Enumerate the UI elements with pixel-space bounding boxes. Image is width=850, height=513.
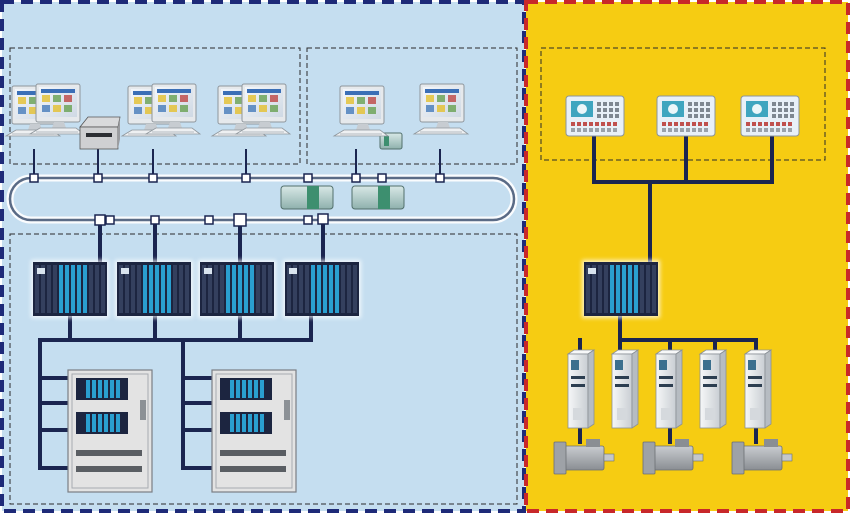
monitor-icon [144, 83, 202, 135]
bus-connector [148, 173, 158, 183]
plc-rack-icon [198, 260, 276, 318]
network-switch-icon [379, 132, 403, 150]
operator-panel-icon [656, 95, 716, 137]
workstation-drop-cables [33, 149, 441, 179]
bus-connector [150, 215, 160, 225]
bus-connector [435, 173, 445, 183]
bus-connector [303, 215, 313, 225]
bus-connector [204, 215, 214, 225]
operator-panel-icon [565, 95, 625, 137]
bus-connector [351, 173, 361, 183]
bus-connector [93, 173, 103, 183]
servo-motor-icon [553, 439, 615, 475]
operator-workstations-group [306, 47, 518, 165]
monitor-icon [28, 83, 86, 135]
servo-motor-icon [731, 439, 793, 475]
field-level-group [9, 233, 518, 505]
servo-drive-icon [566, 349, 596, 429]
office-workstations-group [9, 47, 301, 165]
bus-connector [105, 215, 115, 225]
plc-rack-icon [283, 260, 361, 318]
bus-connector [241, 173, 251, 183]
bus-connector [377, 173, 387, 183]
plc-rack-icon [582, 260, 660, 318]
bus-connector [29, 173, 39, 183]
network-switch-icon [351, 185, 405, 210]
printer-icon [79, 116, 121, 150]
bus-connector [233, 213, 247, 227]
network-switch-icon [280, 185, 334, 210]
monitor-icon [234, 83, 292, 135]
field-bus-cable [38, 218, 325, 470]
servo-drive-icon [610, 349, 640, 429]
plc-rack-icon [115, 260, 193, 318]
ring-bus [8, 176, 516, 222]
servo-drive-icon [743, 349, 773, 429]
drive-bus-cable [578, 135, 774, 444]
control-cabinet-icon [211, 369, 297, 493]
bus-connector [317, 213, 329, 225]
servo-drive-icon [654, 349, 684, 429]
control-cabinet-icon [67, 369, 153, 493]
bus-connector [303, 173, 313, 183]
monitor-icon [332, 85, 390, 137]
machine-control-area [524, 0, 850, 513]
hmi-panels-group [540, 47, 826, 161]
operator-panel-icon [740, 95, 800, 137]
monitor-icon [412, 83, 470, 135]
servo-drive-icon [698, 349, 728, 429]
bus-connector [94, 214, 106, 226]
plc-rack-icon [31, 260, 109, 318]
servo-motor-icon [642, 439, 704, 475]
